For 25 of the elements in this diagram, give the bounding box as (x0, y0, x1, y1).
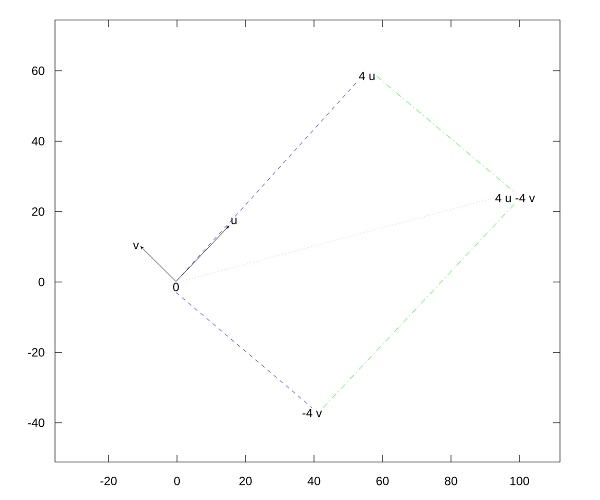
tick-label: -20 (100, 476, 117, 486)
arrow (140, 246, 176, 282)
point-label: v (133, 242, 139, 250)
tick-label: 80 (444, 476, 458, 486)
dash-dot-line (322, 203, 516, 408)
point-label: 4 u -4 v (495, 194, 535, 202)
dashed-line (176, 81, 358, 282)
tick-label: 0 (174, 476, 180, 486)
point-label: 4 u (358, 72, 375, 80)
point-label: -4 v (302, 408, 322, 418)
dash-dot-line (376, 76, 516, 193)
point-label: u (231, 218, 237, 224)
tick-label: -20 (28, 348, 44, 357)
tick-label: 20 (32, 207, 44, 216)
dashed-line (176, 292, 312, 408)
tick-label: -40 (28, 418, 44, 428)
tick-label: 0 (38, 278, 44, 286)
dotted-line (180, 198, 494, 282)
tick-label: 20 (239, 476, 252, 486)
tick-label: 100 (510, 476, 530, 486)
tick-label: 40 (308, 476, 320, 486)
tick-label: 60 (376, 476, 389, 486)
point-label: 0 (173, 282, 179, 292)
tick-label: 40 (32, 136, 44, 146)
tick-label: 60 (32, 66, 44, 76)
